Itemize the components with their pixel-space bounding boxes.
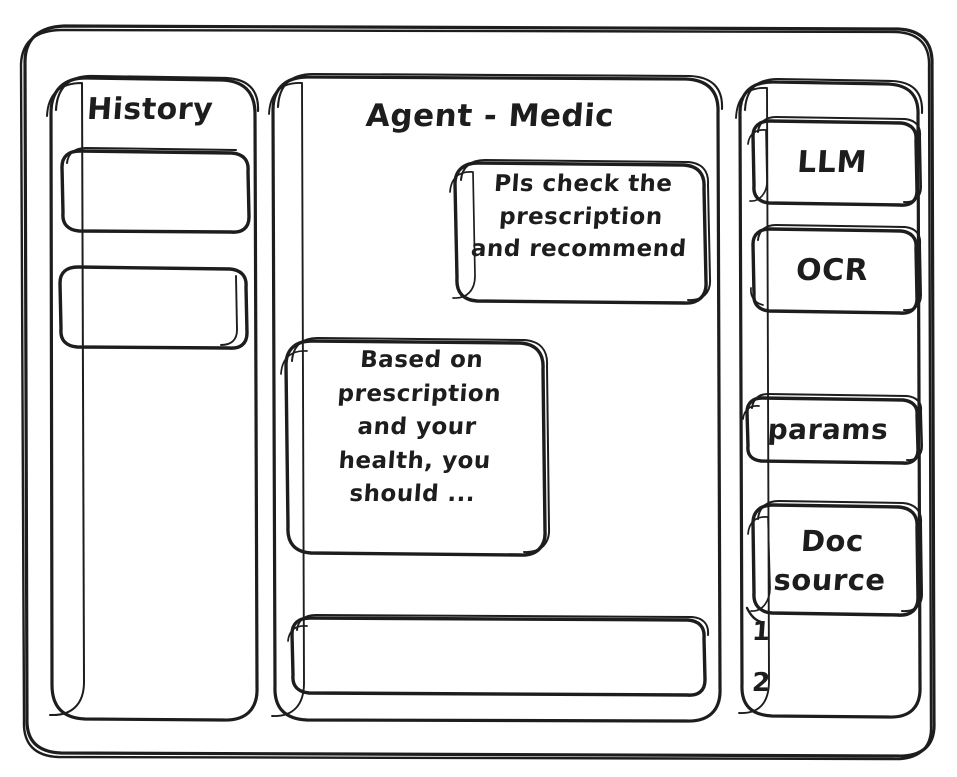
doc-source-item-1[interactable]: 1	[751, 617, 772, 647]
user-message-text: Pls check the prescription and recommend	[470, 171, 688, 263]
tool-card-llm-outline[interactable]	[747, 116, 922, 207]
agent-page-title: Agent - Medic	[364, 98, 616, 134]
history-panel-outline	[46, 74, 260, 722]
tools-panel-outline	[735, 77, 924, 719]
tool-card-ocr-outline[interactable]	[750, 224, 922, 315]
tool-card-ocr-label[interactable]: OCR	[794, 253, 870, 288]
agent-message-text: Based on prescription and your health, y…	[336, 347, 503, 508]
window-frame	[19, 24, 936, 761]
history-item-2-outline[interactable]	[58, 265, 249, 350]
tool-card-doc-source-outline[interactable]	[747, 500, 923, 617]
doc-source-list-marks	[745, 606, 763, 624]
tool-card-doc-source-label[interactable]: Doc source	[772, 524, 887, 597]
user-message-bubble-outline	[449, 159, 712, 305]
tool-card-params-outline[interactable]	[742, 393, 923, 465]
history-panel-title: History	[85, 92, 215, 127]
tool-card-llm-label[interactable]: LLM	[796, 145, 869, 180]
main-panel-outline	[268, 72, 724, 723]
agent-message-bubble-outline	[280, 337, 551, 557]
tool-card-params-label[interactable]: params	[766, 413, 890, 446]
history-item-1-outline[interactable]	[60, 147, 251, 234]
composer-input-outline[interactable]	[287, 614, 710, 697]
doc-source-item-2[interactable]: 2	[751, 668, 772, 698]
